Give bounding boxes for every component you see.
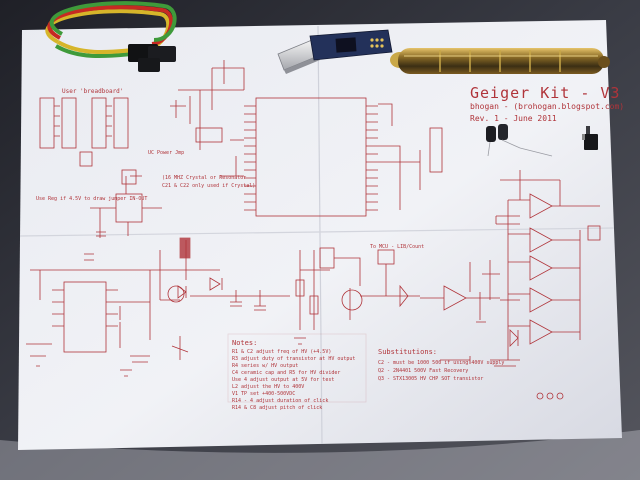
paper-fold <box>317 25 323 445</box>
substitutions-title: Substitutions: <box>378 348 438 356</box>
connector <box>429 127 443 173</box>
note-line: R14 - 4 adjust duration of click <box>232 398 329 404</box>
sheet-revision: Rev. 1 - June 2011 <box>470 114 557 123</box>
label-resonator: (16 MHZ Crystal or Resonator <box>162 175 247 181</box>
note-line: R14 & C8 adjust pitch of click <box>232 405 323 411</box>
label-user-breadboard: User 'breadboard' <box>62 88 124 95</box>
header-block <box>91 97 107 149</box>
geiger-tube <box>390 48 610 74</box>
note-line: C4 ceramic cap and R5 for HV divider <box>232 370 341 376</box>
note-line: V1 TP set +400-500VDC <box>232 391 296 397</box>
label-jumper: Use Reg if 4.5V to draw jumper IN-OUT <box>36 196 148 202</box>
substitution-line: Q2 - 2N4401 500V Fast Recovery <box>378 368 469 374</box>
mcu-chip <box>255 97 367 217</box>
schematic-drawing <box>26 60 601 403</box>
substitution-line: C2 - must be 1000 500 if using 400V supp… <box>378 360 505 366</box>
label-mcu-count: To MCU - LIB/Count <box>370 244 425 250</box>
substitution-line: Q3 - STX13005 HV CHP SOT transistor <box>378 376 484 382</box>
header-block <box>61 97 77 149</box>
header-block <box>113 97 129 149</box>
paper-fold <box>19 227 615 237</box>
note-line: R3 adjust duty of transistor at HV outpu… <box>232 356 356 362</box>
label-uc-power: UC Power Jmp <box>148 150 185 156</box>
ribbon-cable <box>45 1 177 72</box>
notes-title: Notes: <box>232 339 258 347</box>
table-edge <box>0 430 640 480</box>
label-resonator: C21 & C22 only used if Crystal) <box>162 183 256 189</box>
sheet-title: Geiger Kit - V3 <box>470 84 621 102</box>
header-block <box>39 97 55 149</box>
note-line: R1 & C2 adjust freq of HV (+4.5V) <box>232 349 332 355</box>
usb-serial-adapter <box>277 29 393 74</box>
note-line: Use 4 adjust output at 5V for test <box>232 377 335 383</box>
electrolytic-capacitors <box>486 124 553 157</box>
sheet-author: bhogan - (brohogan.blogspot.com) <box>470 102 625 111</box>
note-line: R4 series w/ HV output <box>232 363 299 369</box>
note-line: L2 adjust the HV to 400V <box>232 384 305 390</box>
slide-switch <box>582 126 598 150</box>
